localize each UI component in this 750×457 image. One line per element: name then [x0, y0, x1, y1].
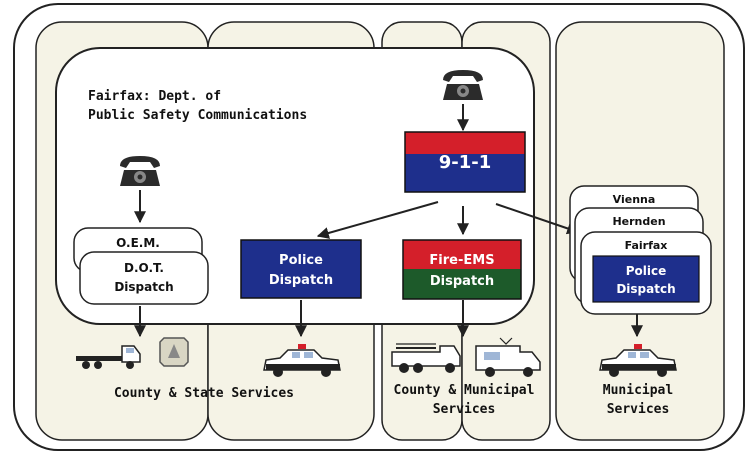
fire-ems-dispatch-box: Fire-EMS Dispatch [402, 239, 522, 300]
road-sign-icon [159, 337, 189, 367]
municipal-police-dispatch-line2: Dispatch [616, 282, 675, 296]
ambulance-icon [475, 337, 541, 377]
dept-title-line2: Public Safety Communications [88, 108, 307, 123]
dot-card: D.O.T. Dispatch [79, 251, 209, 305]
arrow-911-to-municipal [495, 203, 580, 235]
dot-label-line2: Dispatch [114, 280, 173, 294]
county-municipal-services-line2: Services [433, 402, 496, 417]
municipal-services-line2: Services [607, 402, 670, 417]
municipal-card-hernden-label: Hernden [612, 215, 665, 228]
oem-label: O.E.M. [116, 236, 160, 250]
police-dispatch-box: Police Dispatch [240, 239, 362, 299]
municipal-card-fairfax: Fairfax Police Dispatch [580, 231, 712, 315]
dot-label-line1: D.O.T. [124, 261, 164, 275]
county-state-services-label: County & State Services [114, 386, 294, 401]
police-dispatch-line1: Police [279, 253, 323, 268]
fire-ems-dispatch-line2: Dispatch [430, 274, 494, 289]
fire-engine-icon [391, 343, 461, 373]
telephone-icon [120, 156, 160, 186]
municipal-services-line1: Municipal [603, 383, 673, 398]
municipal-police-dispatch-box [592, 255, 700, 303]
hub-911: 9-1-1 [404, 131, 526, 193]
flatbed-truck-icon [76, 345, 141, 369]
hub-911-label: 9-1-1 [439, 152, 492, 173]
arrow-911-to-police [316, 201, 439, 239]
fire-ems-dispatch-line1: Fire-EMS [429, 253, 494, 268]
telephone-icon [443, 70, 483, 100]
municipal-police-dispatch-line1: Police [626, 264, 667, 278]
police-dispatch-line2: Dispatch [269, 273, 333, 288]
municipal-card-vienna-label: Vienna [613, 193, 656, 206]
dept-title-line1: Fairfax: Dept. of [88, 89, 221, 104]
county-municipal-services-line1: County & Municipal [394, 383, 535, 398]
municipal-card-fairfax-label: Fairfax [625, 239, 668, 252]
